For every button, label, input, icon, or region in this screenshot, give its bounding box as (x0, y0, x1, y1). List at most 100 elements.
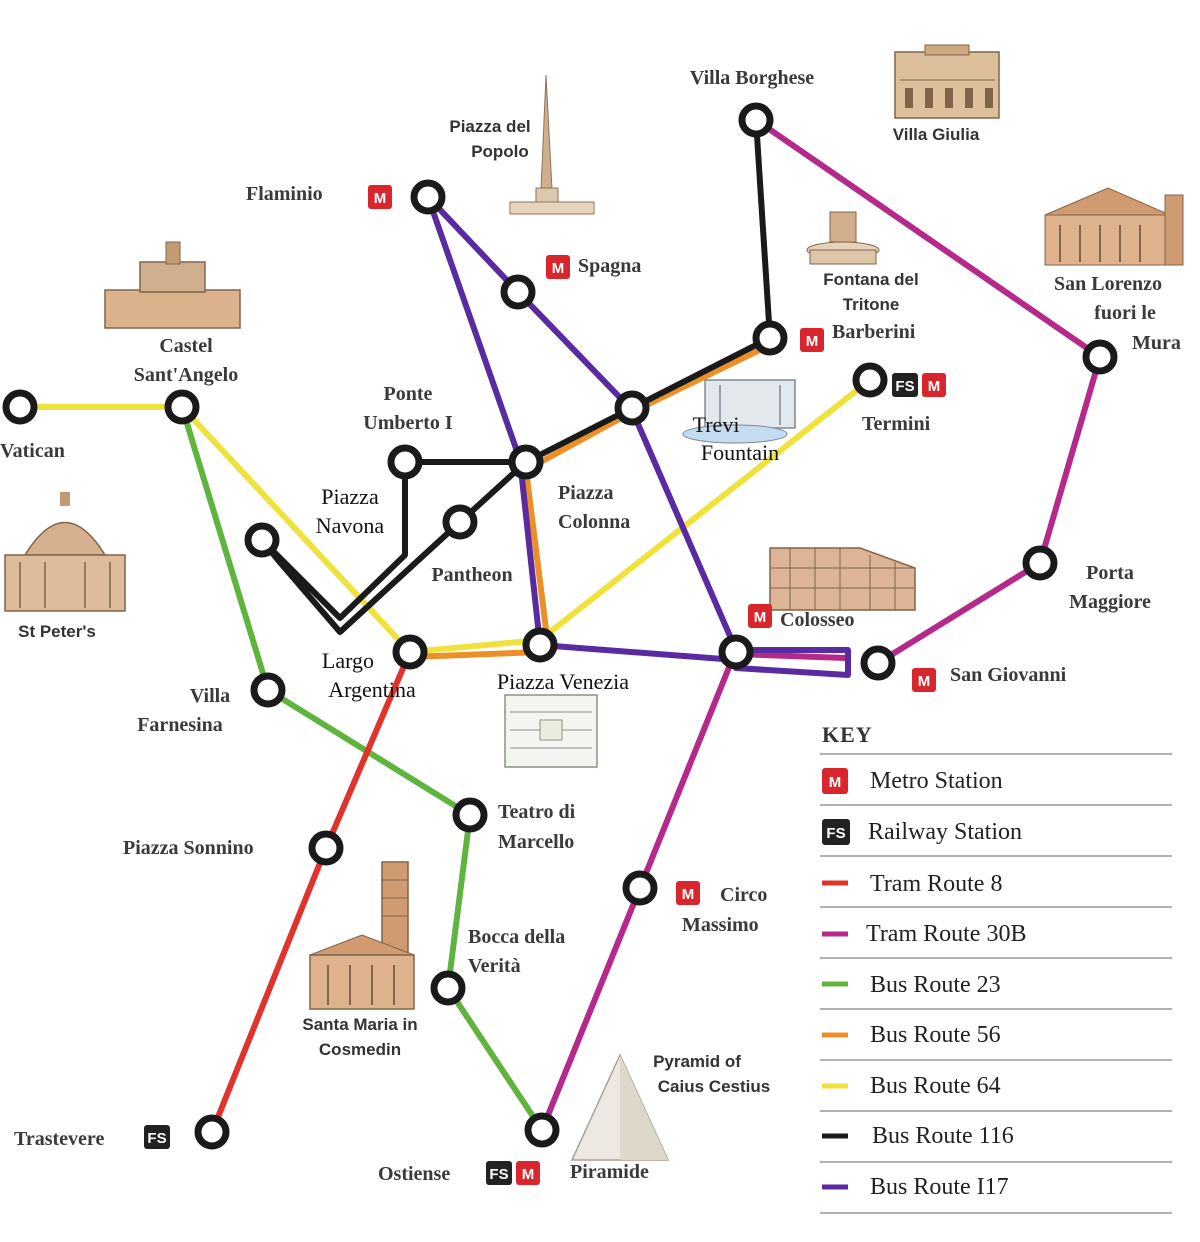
stop-bocca-verita[interactable] (430, 970, 466, 1006)
key-item-tram-8: Tram Route 8 (820, 871, 1172, 908)
bus-route-i17 (425, 194, 739, 663)
pyramid-icon (570, 1053, 670, 1161)
trevi-fountain-icon (682, 379, 796, 444)
label-san-lorenzo-2: fuori le (1094, 302, 1156, 324)
stop-termini[interactable] (852, 362, 888, 398)
label-villa-giulia: Villa Giulia (893, 125, 980, 144)
svg-text:M: M (918, 673, 931, 690)
stop-ostiense-piramide[interactable] (524, 1112, 560, 1148)
key-item-bus-56: Bus Route 56 (820, 1022, 1172, 1061)
metro-badge-spagna: M (546, 255, 570, 279)
label-circo-1: Circo (720, 884, 767, 906)
svg-text:M: M (829, 774, 842, 791)
svg-text:Bus Route I17: Bus Route I17 (870, 1174, 1009, 1200)
label-marcello-2: Marcello (498, 831, 574, 853)
key-item-bus-64: Bus Route 64 (820, 1073, 1172, 1112)
vittoriano-icon (504, 694, 598, 768)
svg-text:Bus Route 23: Bus Route 23 (870, 972, 1001, 998)
bus-route-56-west (407, 649, 543, 660)
svg-text:Tram Route 30B: Tram Route 30B (866, 921, 1026, 947)
svg-text:Metro Station: Metro Station (870, 768, 1003, 794)
label-trevi-1: Trevi (693, 412, 740, 437)
label-ponte-2: Umberto I (363, 412, 453, 434)
label-bocca-2: Verità (468, 955, 521, 977)
stop-flaminio[interactable] (410, 179, 446, 215)
stop-san-lorenzo[interactable] (1082, 339, 1118, 375)
label-pantheon: Pantheon (431, 564, 512, 586)
stop-barberini[interactable] (752, 320, 788, 356)
label-piazza-venezia: Piazza Venezia (497, 669, 629, 694)
st-peters-basilica-icon (4, 492, 126, 612)
label-pyramid-2: Caius Cestius (658, 1077, 770, 1096)
svg-text:FS: FS (826, 825, 845, 842)
label-villa-borghese: Villa Borghese (690, 67, 814, 89)
tram-route-8 (209, 649, 413, 1135)
stop-spagna[interactable] (500, 274, 536, 310)
label-porta-1: Porta (1086, 562, 1134, 584)
landmark-illustrations (4, 44, 1184, 1161)
svg-text:M: M (522, 1166, 535, 1183)
railway-badge-ostiense: FS (486, 1161, 512, 1185)
label-navona-2: Navona (316, 513, 385, 538)
railway-badge-trastevere: FS (144, 1125, 170, 1149)
svg-text:Bus Route 64: Bus Route 64 (870, 1073, 1001, 1099)
stop-colosseo[interactable] (718, 634, 754, 670)
map-key: KEY M Metro Station FS Railway Station T… (820, 722, 1172, 1214)
stop-teatro-marcello[interactable] (452, 797, 488, 833)
landmark-labels: Piazza del Popolo Villa Giulia Fontana d… (18, 117, 980, 1096)
label-vatican: Vatican (0, 440, 65, 462)
label-ostiense: Ostiense (378, 1163, 450, 1185)
stop-ponte-umberto[interactable] (387, 444, 423, 480)
label-sonnino: Piazza Sonnino (123, 837, 254, 859)
tram-route-30b (753, 117, 1103, 666)
station-badges: M M M FS M M M M FS FS M (144, 185, 946, 1185)
svg-text:Tram Route 8: Tram Route 8 (870, 871, 1002, 897)
metro-badge-ostiense: M (516, 1161, 540, 1185)
station-labels: Vatican Castel Sant'Angelo Ponte Umberto… (0, 67, 1181, 1185)
label-popolo-1: Piazza del (449, 117, 530, 136)
label-colonna-1: Piazza (558, 482, 614, 504)
label-farnesina-2: Farnesina (137, 714, 223, 736)
label-colosseo: Colosseo (780, 609, 854, 631)
label-san-lorenzo-3: Mura (1132, 332, 1181, 354)
key-item-railway: FS Railway Station (820, 819, 1172, 857)
stop-san-giovanni[interactable] (860, 645, 896, 681)
label-santa-maria-2: Cosmedin (319, 1040, 401, 1059)
stop-villa-farnesina[interactable] (250, 672, 286, 708)
label-castel-2: Sant'Angelo (134, 364, 238, 386)
label-tritone-2: Tritone (843, 295, 900, 314)
stop-trevi[interactable] (614, 390, 650, 426)
stop-piazza-venezia[interactable] (522, 627, 558, 663)
label-tritone-1: Fontana del (823, 270, 918, 289)
villa-giulia-icon (894, 44, 1000, 119)
label-piramide: Piramide (570, 1161, 649, 1183)
stop-castel-santangelo[interactable] (164, 389, 200, 425)
svg-text:Railway Station: Railway Station (868, 819, 1022, 845)
stop-trastevere[interactable] (194, 1114, 230, 1150)
label-popolo-2: Popolo (471, 142, 529, 161)
key-item-tram-30b: Tram Route 30B (820, 921, 1172, 959)
stop-vatican[interactable] (2, 389, 38, 425)
obelisk-icon (509, 74, 595, 215)
key-item-metro: M Metro Station (820, 768, 1172, 806)
stop-circo-massimo[interactable] (622, 870, 658, 906)
label-ponte-1: Ponte (384, 383, 433, 405)
label-trevi-2: Fountain (701, 440, 779, 465)
svg-text:FS: FS (895, 378, 914, 395)
stop-villa-borghese[interactable] (738, 102, 774, 138)
label-termini: Termini (862, 413, 931, 435)
stop-largo-argentina[interactable] (392, 634, 428, 670)
metro-badge-san-giovanni: M (912, 668, 936, 692)
label-marcello-1: Teatro di (498, 801, 576, 823)
stop-piazza-sonnino[interactable] (308, 830, 344, 866)
label-san-lorenzo-1: San Lorenzo (1054, 273, 1162, 295)
stop-navona[interactable] (244, 522, 280, 558)
label-barberini: Barberini (832, 321, 916, 343)
svg-text:FS: FS (489, 1166, 508, 1183)
label-st-peters: St Peter's (18, 622, 96, 641)
stop-porta-maggiore[interactable] (1022, 545, 1058, 581)
stop-pantheon[interactable] (442, 504, 478, 540)
key-item-bus-116: Bus Route 116 (820, 1123, 1172, 1163)
stop-piazza-colonna[interactable] (508, 444, 544, 480)
